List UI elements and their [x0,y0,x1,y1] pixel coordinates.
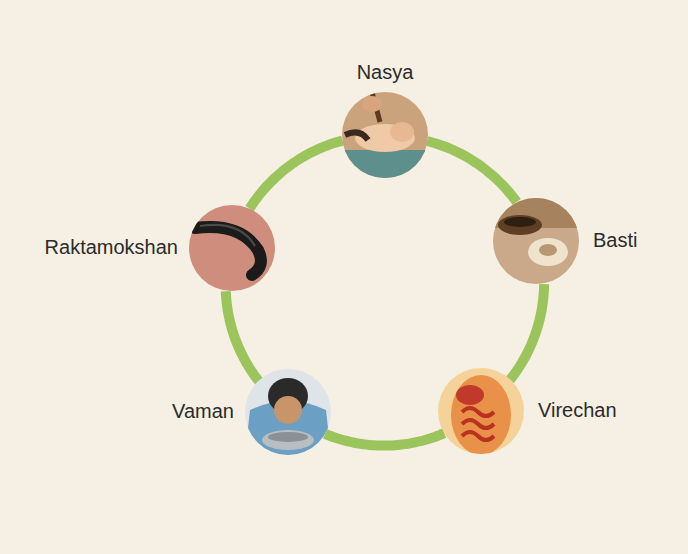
therapy-label: Vaman [172,400,234,422]
raktamokshan-photo [189,205,275,291]
basti-photo [493,198,579,284]
ring-segment [226,291,259,381]
nasya-photo [342,92,428,180]
therapy-label: Virechan [538,399,617,421]
vaman-photo [245,369,331,455]
therapy-label: Basti [593,229,637,251]
ring-segment [510,284,544,380]
therapy-circle: Basti [493,198,579,284]
therapy-circle: Virechan [438,368,524,454]
therapy-circle: Nasya [342,92,428,178]
therapy-circle: Raktamokshan [189,205,275,291]
virechan-photo [438,368,524,455]
ring-segment [250,141,343,209]
ring-segment [325,433,444,445]
therapy-label: Raktamokshan [45,236,178,258]
therapy-circle: Vaman [245,369,331,455]
therapy-label: Nasya [357,61,414,83]
ring-segment [427,141,517,202]
